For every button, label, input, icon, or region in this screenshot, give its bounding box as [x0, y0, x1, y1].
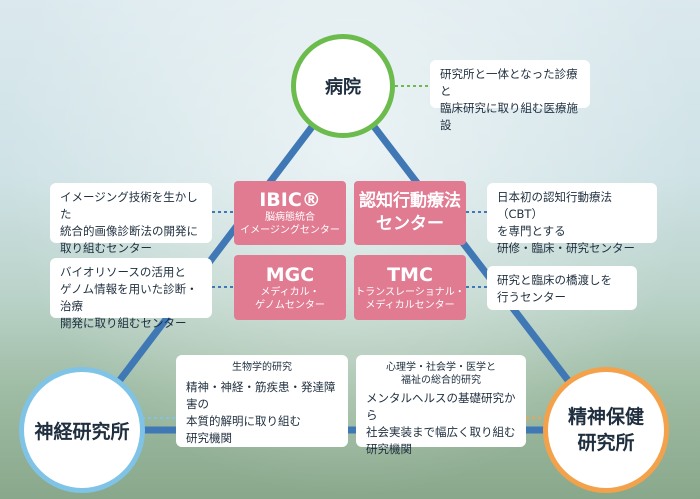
neuro-category: 生物学的研究 — [232, 362, 292, 373]
mgc-desc-line-1: バイオリソースの活用と — [60, 265, 186, 279]
psych-category-line-2: 福祉の総合的研究 — [401, 375, 481, 386]
cbt-center: 認知行動療法 センター — [354, 181, 466, 245]
ibic-desc-line-3: 取り組むセンター — [60, 241, 152, 255]
ibic-sub-line-2: イメージングセンター — [240, 225, 340, 236]
mgc-title: MGC — [265, 263, 315, 286]
cbt-description: 日本初の認知行動療法（CBT） を専門とする 研修・臨床・研究センター — [487, 183, 657, 255]
edge-hospital-psych — [340, 83, 609, 433]
psych-label-line-1: 精神保健 — [567, 406, 644, 428]
tmc-desc-line-1: 研究と臨床の橋渡しを — [497, 273, 612, 287]
cbt-desc-line-1: 日本初の認知行動療法（CBT） — [497, 190, 612, 221]
hospital-node: 病院 — [291, 34, 395, 138]
edge-hospital-neuro — [79, 83, 346, 433]
neuro-desc-line-2: 本質的解明に取り組む — [186, 414, 301, 428]
hospital-desc-line-1: 研究所と一体となった診療と — [440, 67, 578, 98]
cbt-desc-line-3: 研修・臨床・研究センター — [497, 241, 635, 255]
tmc-description: 研究と臨床の橋渡しを 行うセンター — [487, 266, 637, 310]
cbt-title-line-2: センター — [376, 214, 444, 234]
mgc-sub-line-2: ゲノムセンター — [255, 299, 325, 311]
neuro-desc-line-3: 研究機関 — [186, 431, 232, 445]
psych-node: 精神保健 研究所 — [543, 367, 669, 493]
hospital-description: 研究所と一体となった診療と 臨床研究に取り組む医療施設 — [430, 60, 590, 132]
ibic-title: IBIC® — [259, 189, 321, 211]
psych-desc-line-1: メンタルヘルスの基礎研究から — [366, 391, 516, 422]
psych-description: 心理学・社会学・医学と 福祉の総合的研究 メンタルヘルスの基礎研究から 社会実装… — [356, 355, 526, 456]
ibic-desc-line-1: イメージング技術を生かした — [60, 190, 198, 221]
mgc-desc-line-2: ゲノム情報を用いた診断・治療 — [60, 282, 198, 313]
mgc-center: MGC メディカル・ ゲノムセンター — [234, 255, 346, 320]
tmc-sub-line-2: メディカルセンター — [365, 299, 455, 311]
ibic-center: IBIC® 脳病態統合 イメージングセンター — [234, 181, 346, 245]
psych-desc-line-3: 研究機関 — [366, 442, 412, 456]
psych-desc-line-2: 社会実装まで幅広く取り組む — [366, 425, 516, 439]
cbt-desc-line-2: を専門とする — [497, 224, 566, 238]
tmc-desc-line-2: 行うセンター — [497, 290, 566, 304]
mgc-sub-line-1: メディカル・ — [260, 286, 320, 298]
psych-label-line-2: 研究所 — [577, 432, 635, 454]
mgc-description: バイオリソースの活用と ゲノム情報を用いた診断・治療 開発に取り組むセンター — [50, 258, 212, 330]
psych-category-line-1: 心理学・社会学・医学と — [386, 362, 496, 373]
hospital-label: 病院 — [325, 77, 361, 98]
ibic-description: イメージング技術を生かした 統合的画像診断法の開発に 取り組むセンター — [50, 183, 212, 255]
ibic-desc-line-2: 統合的画像診断法の開発に — [60, 224, 198, 238]
neuro-desc-line-1: 精神・神経・筋疾患・発達障害の — [186, 380, 336, 411]
neuro-description: 生物学的研究 精神・神経・筋疾患・発達障害の 本質的解明に取り組む 研究機関 — [176, 355, 348, 447]
mgc-desc-line-3: 開発に取り組むセンター — [60, 316, 187, 330]
tmc-center: TMC トランスレーショナル・ メディカルセンター — [354, 255, 466, 320]
hospital-desc-line-2: 臨床研究に取り組む医療施設 — [440, 101, 578, 132]
ibic-sub-line-1: 脳病態統合 — [265, 212, 315, 223]
tmc-sub-line-1: トランスレーショナル・ — [355, 286, 465, 298]
tmc-title: TMC — [387, 263, 433, 286]
neuro-node: 神経研究所 — [19, 367, 145, 493]
cbt-title-line-1: 認知行動療法 — [359, 191, 461, 211]
neuro-label: 神経研究所 — [34, 420, 130, 443]
